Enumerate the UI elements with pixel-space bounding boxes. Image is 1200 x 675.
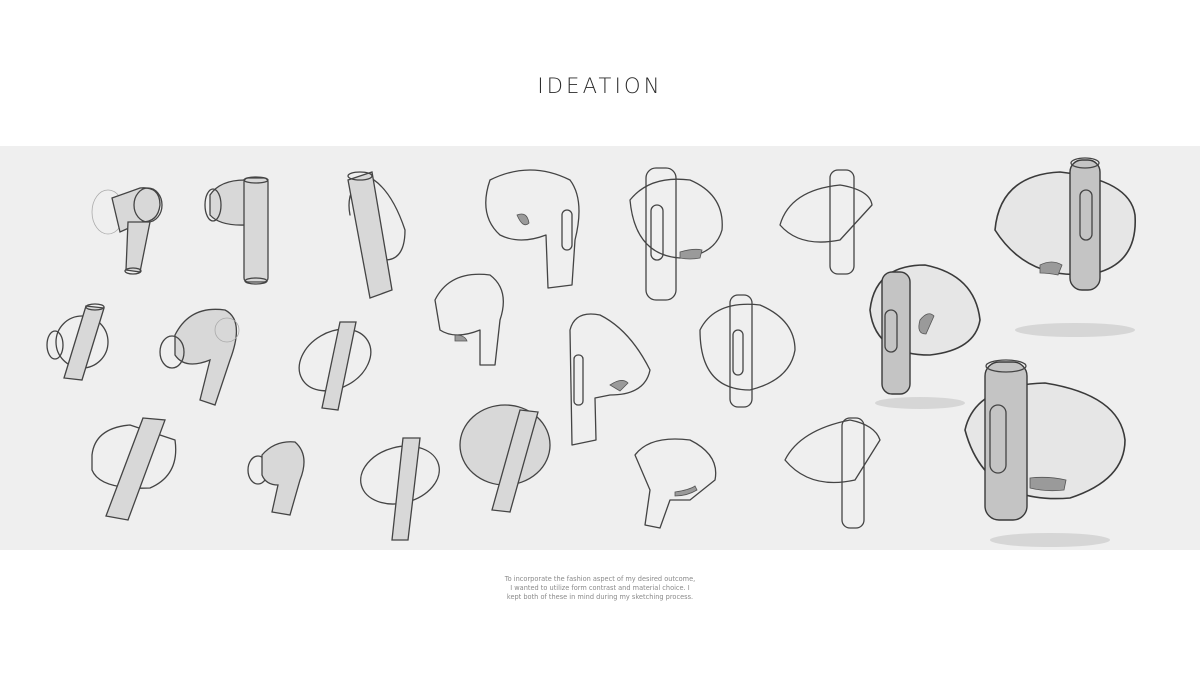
- page-title: IDEATION: [537, 74, 663, 98]
- sketch-earbud-18: [784, 417, 881, 529]
- sketch-earbud-5: [159, 308, 240, 406]
- sketch-earbud-1: [91, 187, 163, 275]
- rendered-earbud-3: [964, 359, 1126, 547]
- caption-line-2: I wanted to utilize form contrast and ma…: [510, 584, 690, 592]
- sketch-earbud-3: [347, 171, 406, 299]
- sketch-earbud-16: [459, 404, 551, 513]
- earbud-sketches: [46, 157, 1136, 547]
- caption-line-3: kept both of these in mind during my ske…: [506, 593, 694, 601]
- sketch-earbud-2: [204, 176, 269, 285]
- sketch-earbud-7: [91, 417, 177, 521]
- sketch-earbud-13: [434, 273, 504, 366]
- rendered-earbud-1: [994, 157, 1136, 337]
- rendered-earbud-2: [869, 264, 981, 409]
- sketch-earbud-9: [360, 437, 440, 541]
- sketch-panel: [0, 146, 1200, 550]
- sketch-earbud-11: [629, 167, 723, 301]
- sketch-earbud-10: [485, 169, 580, 289]
- sketch-earbud-12: [779, 169, 873, 275]
- sketch-earbud-14: [569, 313, 651, 446]
- sketch-earbud-15: [699, 294, 796, 408]
- caption: To incorporate the fashion aspect of my …: [0, 575, 1200, 602]
- caption-line-1: To incorporate the fashion aspect of my …: [504, 575, 696, 583]
- sketch-earbud-4: [46, 303, 109, 381]
- sketch-earbud-8: [247, 441, 305, 516]
- sketch-earbud-6: [298, 321, 372, 411]
- sketch-earbud-17: [634, 438, 717, 529]
